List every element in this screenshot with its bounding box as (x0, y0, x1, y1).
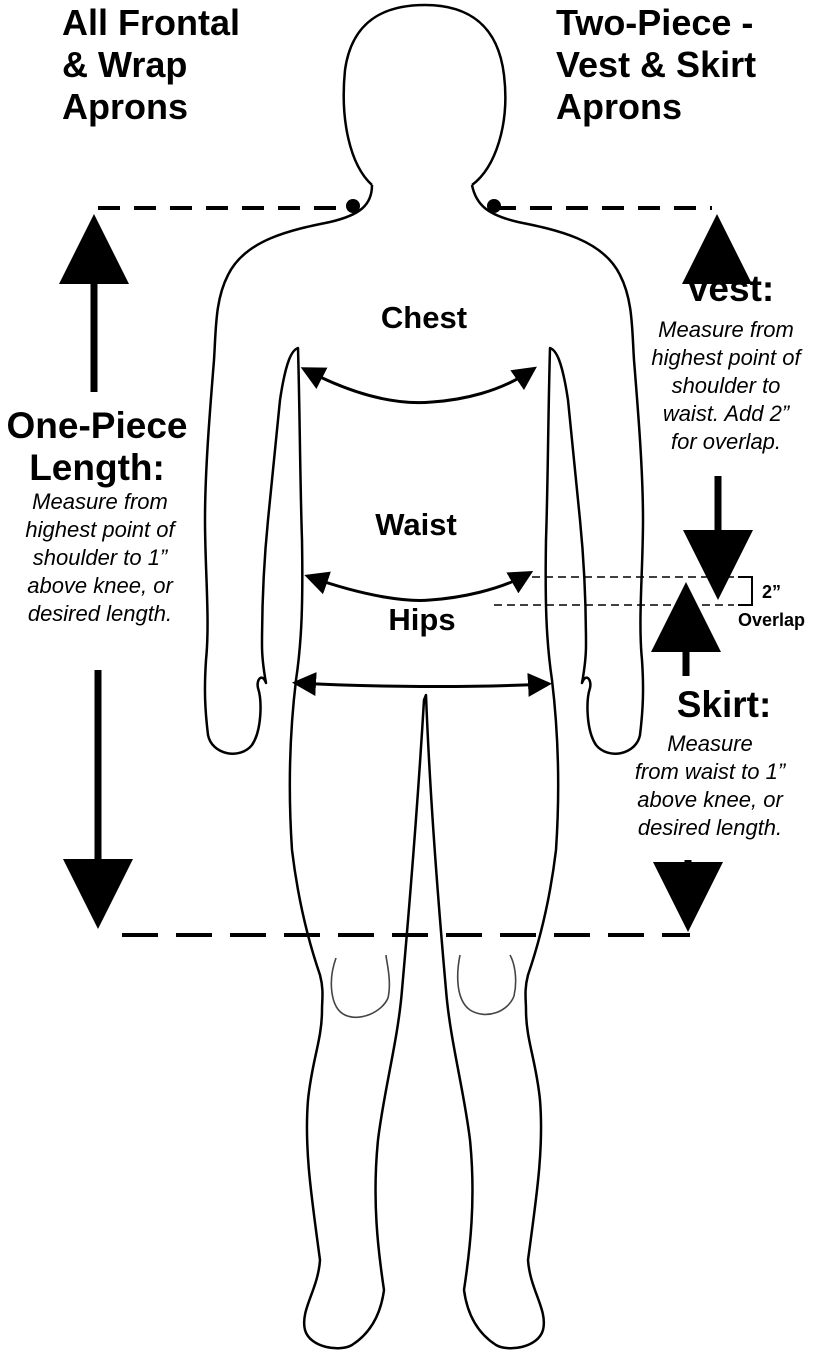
hips-label: Hips (322, 602, 522, 638)
chest-arrow (306, 370, 532, 403)
torso-outline (205, 185, 643, 1348)
skirt-note: Measure from waist to 1” above knee, or … (600, 730, 820, 842)
header-left: All Frontal & Wrap Aprons (62, 2, 240, 128)
vest-note: Measure from highest point of shoulder t… (632, 316, 820, 456)
waist-arrow (310, 574, 528, 600)
overlap-value: 2” (762, 582, 781, 602)
hips-arrow (298, 683, 546, 687)
one-piece-note: Measure from highest point of shoulder t… (0, 488, 200, 628)
one-piece-title: One-Piece Length: (0, 405, 194, 489)
left-kneecap (331, 955, 389, 1017)
overlap-label: Overlap (738, 610, 805, 630)
skirt-title: Skirt: (628, 684, 820, 726)
chest-label: Chest (324, 300, 524, 336)
vest-title: Vest: (640, 268, 820, 310)
head-outline (344, 5, 506, 185)
right-kneecap (458, 955, 516, 1014)
overlap-bracket (738, 577, 752, 605)
waist-label: Waist (316, 507, 516, 543)
header-right: Two-Piece - Vest & Skirt Aprons (556, 2, 756, 128)
